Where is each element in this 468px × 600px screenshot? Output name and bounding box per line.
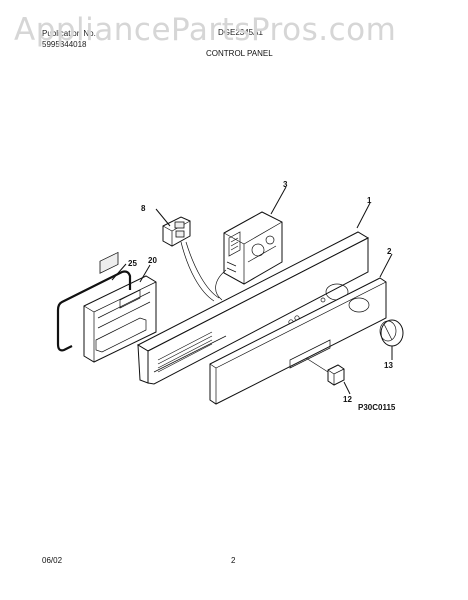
part-25-gasket — [56, 263, 132, 352]
page-number: 2 — [231, 556, 236, 565]
section-title: CONTROL PANEL — [206, 49, 273, 58]
part-3-control-module — [223, 186, 287, 285]
part-12-push-button — [305, 357, 351, 395]
callout-8: 8 — [141, 204, 146, 213]
callout-25: 25 — [128, 259, 137, 268]
footer-date: 06/02 — [42, 556, 63, 565]
callout-2: 2 — [387, 247, 392, 256]
callout-20: 20 — [148, 256, 157, 265]
publication-label: Publication No. — [42, 29, 96, 38]
callout-3: 3 — [283, 180, 288, 189]
model-number: DGE2345A1 — [218, 28, 263, 37]
part-20-vent-assembly — [83, 251, 157, 363]
watermark: AppliancePartsPros.com — [14, 12, 397, 48]
part-2-overlay-panel — [209, 253, 393, 405]
part-13-control-knob — [379, 319, 404, 360]
part-8-switch-bracket — [155, 208, 191, 247]
publication-info: Publication No. 5995344018 — [42, 28, 96, 50]
callout-1: 1 — [367, 196, 372, 205]
callout-12: 12 — [343, 395, 352, 404]
wire-harness — [180, 241, 227, 302]
figure-code: P30C0115 — [358, 403, 396, 412]
publication-number: 5995344018 — [42, 40, 87, 49]
callout-13: 13 — [384, 361, 393, 370]
part-1-control-panel — [136, 202, 371, 385]
